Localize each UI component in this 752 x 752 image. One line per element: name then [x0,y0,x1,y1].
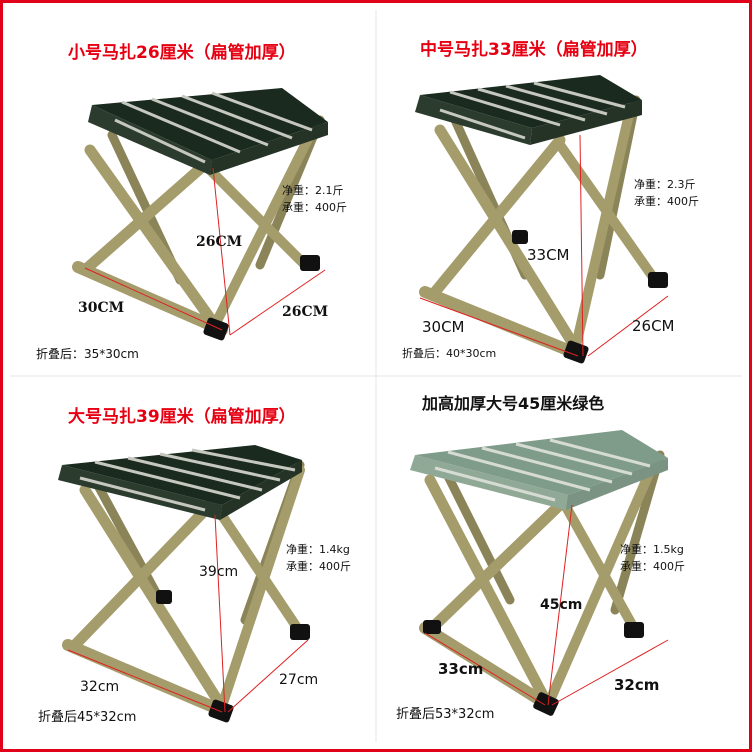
depth-label: 32cm [614,676,660,694]
height-label: 45cm [540,597,583,613]
folded-size: 折叠后53*32cm [396,707,495,722]
width-label: 32cm [80,679,120,695]
spec-load: 承重：400斤 [282,201,347,214]
height-label: 33CM [527,246,570,264]
width-label: 30CM [78,300,125,316]
height-label: 26CM [196,234,243,250]
spec-weight: 净重：1.4kg [286,543,350,556]
depth-label: 26CM [282,304,329,320]
panel-title: 中号马扎33厘米（扁管加厚） [420,40,648,60]
folded-size: 折叠后：40*30cm [402,347,497,360]
spec-load: 承重：400斤 [620,560,685,573]
height-label: 39cm [199,564,239,580]
spec-weight: 净重：2.1斤 [282,184,344,197]
depth-label: 26CM [632,317,675,335]
panel-title: 加高加厚大号45厘米绿色 [422,394,605,413]
spec-weight: 净重：2.3斤 [634,178,696,191]
depth-label: 27cm [279,672,319,688]
width-label: 33cm [438,660,484,678]
folded-size: 折叠后45*32cm [38,710,137,725]
folded-size: 折叠后：35*30cm [36,347,139,361]
panel-title: 大号马扎39厘米（扁管加厚） [68,407,296,427]
panel-title: 小号马扎26厘米（扁管加厚） [68,43,296,63]
spec-load: 承重：400斤 [286,560,351,573]
spec-weight: 净重：1.5kg [620,543,684,556]
width-label: 30CM [422,318,465,336]
spec-load: 承重：400斤 [634,195,699,208]
